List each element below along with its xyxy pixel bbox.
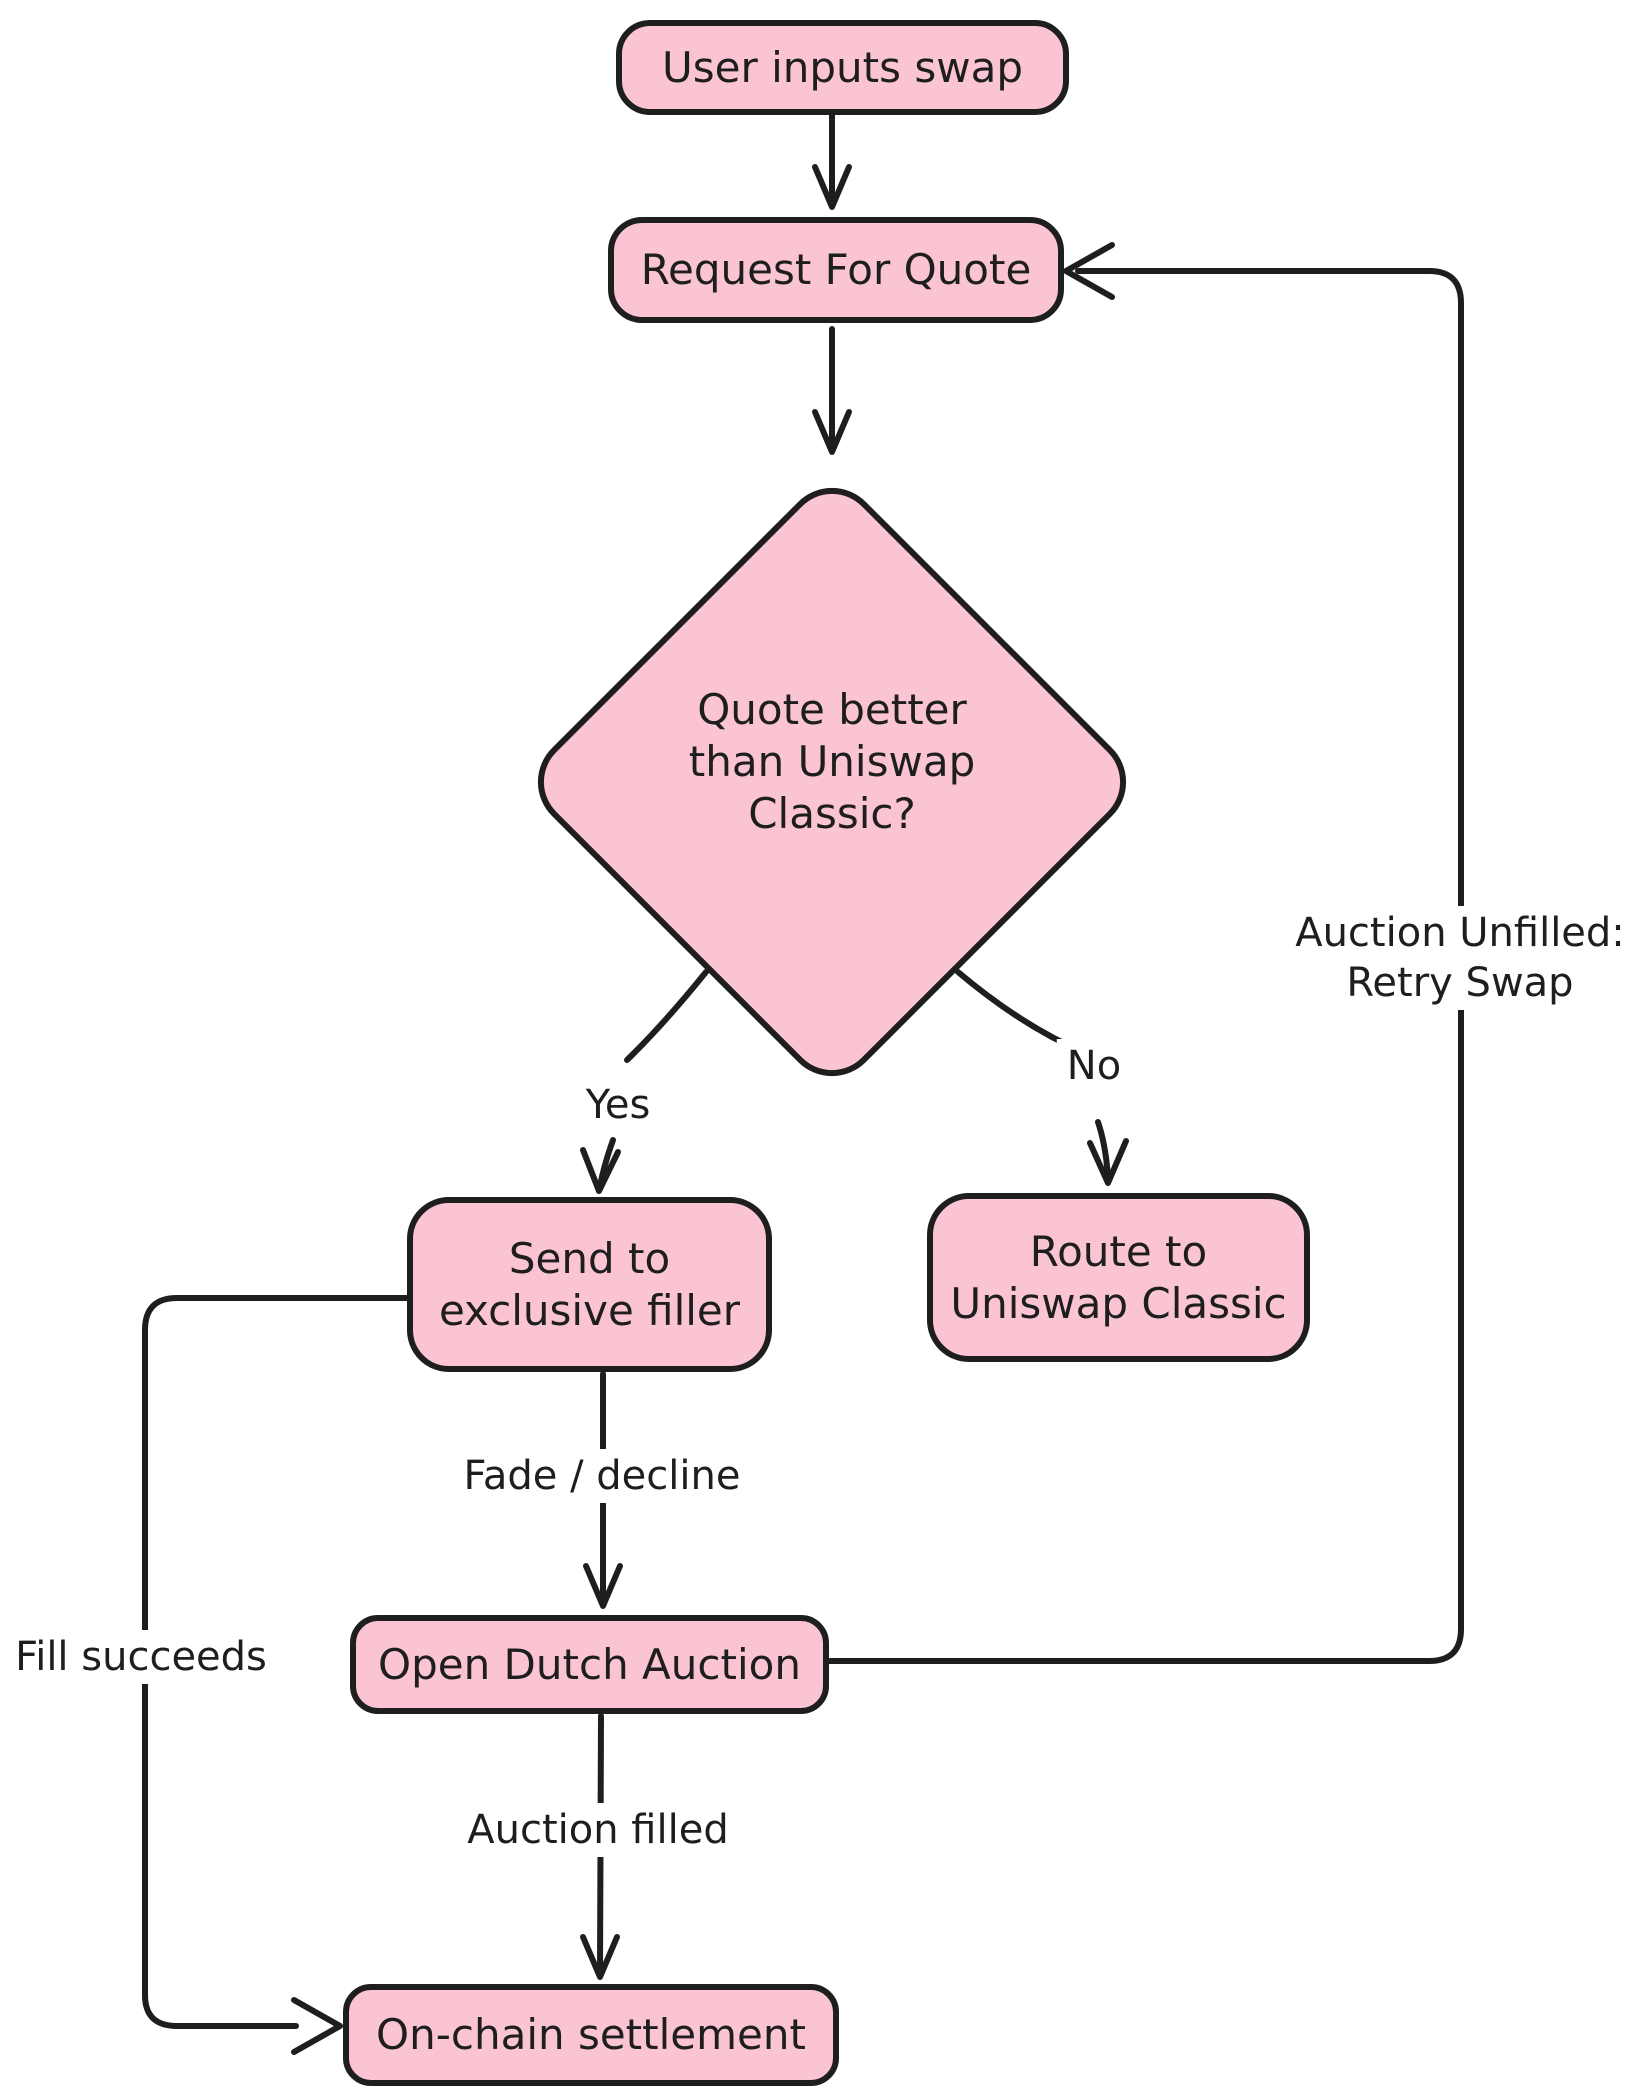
edge-label-auction-filled: Auction filled xyxy=(457,1803,739,1857)
arrowhead-auction-unfilled xyxy=(1063,242,1115,300)
edge-label-fade-decline: Fade / decline xyxy=(453,1449,751,1503)
edge-label-yes: Yes xyxy=(575,1078,661,1132)
edge-yes-upper xyxy=(624,969,709,1063)
arrowhead-yes xyxy=(580,1147,621,1194)
arrowhead-fill-succeeds xyxy=(291,1997,343,2055)
arrowhead-fade-decline xyxy=(583,1563,623,1609)
node-route-to-classic: Route to Uniswap Classic xyxy=(927,1193,1310,1362)
arrowhead-auction-filled xyxy=(580,1934,620,1980)
edge-no-lower xyxy=(1095,1119,1111,1181)
node-request-for-quote: Request For Quote xyxy=(608,217,1064,323)
node-open-dutch-auction-label: Open Dutch Auction xyxy=(378,1639,801,1689)
node-user-inputs-swap: User inputs swap xyxy=(616,20,1069,115)
node-onchain-settlement-label: On-chain settlement xyxy=(376,2010,806,2059)
node-request-for-quote-label: Request For Quote xyxy=(640,245,1032,294)
node-onchain-settlement: On-chain settlement xyxy=(343,1984,839,2086)
node-user-inputs-swap-label: User inputs swap xyxy=(662,42,1023,92)
edge-label-fill-succeeds: Fill succeeds xyxy=(5,1630,277,1684)
node-open-dutch-auction: Open Dutch Auction xyxy=(350,1615,829,1714)
arrowhead-no xyxy=(1087,1138,1129,1186)
edge-label-auction-unfilled: Auction Unfilled: Retry Swap xyxy=(1285,906,1635,1010)
node-send-to-filler: Send to exclusive filler xyxy=(407,1197,772,1372)
node-quote-decision-label: Quote better than Uniswap Classic? xyxy=(688,685,976,838)
arrowhead-rfq-to-decision xyxy=(812,409,852,455)
arrowhead-user-to-rfq xyxy=(812,164,852,210)
edge-label-no: No xyxy=(1056,1039,1132,1093)
